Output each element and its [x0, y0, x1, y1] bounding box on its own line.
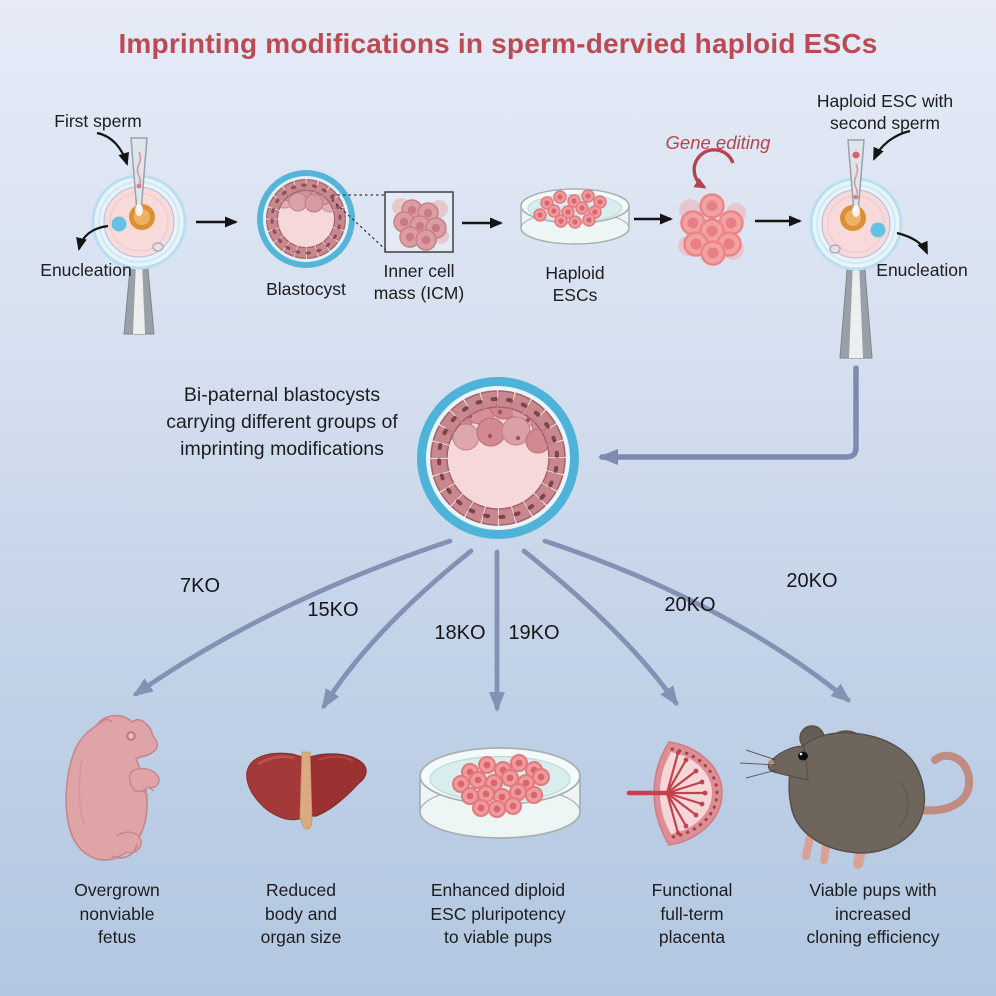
ko-label-20ko-left: 20KO [664, 594, 716, 616]
bipaternal-blastocyst-illustration [417, 377, 579, 539]
page-title: Imprinting modifications in sperm-dervie… [118, 28, 878, 59]
gene-edited-cell-cluster-illustration [678, 193, 746, 266]
outcome-label-esc-pluripotency: Enhanced diploid ESC pluripotency to via… [430, 880, 566, 947]
ko-label-18ko: 18KO [434, 622, 486, 644]
arrow-7ko [132, 538, 453, 697]
polar-body [152, 242, 164, 252]
icm-callout-line-bottom [331, 199, 387, 251]
second-sperm-injection-illustration [809, 139, 903, 359]
nucleus-to-remove [870, 222, 886, 238]
mouse-snout [767, 745, 809, 781]
placenta-vessels [626, 752, 705, 834]
haploid-escs-label: Haploid ESCs [545, 263, 605, 305]
gene-editing-cycle-arrow [692, 148, 735, 189]
first-sperm-pointer-arrow [96, 131, 129, 166]
mouse-body [788, 732, 926, 854]
reduced-liver-illustration [246, 751, 367, 830]
outcome-label-liver: Reduced body and organ size [260, 880, 342, 947]
mouse-whiskers [739, 749, 777, 779]
polar-body [829, 244, 841, 254]
icm-label: Inner cell mass (ICM) [373, 261, 465, 303]
outcome-label-viable-pups: Viable pups with increased cloning effic… [806, 880, 940, 947]
bipaternal-blastocysts-text: Bi-paternal blastocysts carrying differe… [166, 384, 398, 460]
haploid-esc-second-sperm-label: Haploid ESC with second sperm [816, 91, 954, 133]
nucleus-to-remove [111, 216, 127, 232]
placenta-dotted-ring [670, 747, 719, 839]
mouse-eye [798, 751, 808, 761]
outcome-label-fetus: Overgrown nonviable fetus [74, 880, 160, 947]
arrow-20ko-left [521, 548, 679, 707]
arrow-20ko-right [542, 538, 852, 703]
enucleation-left-label: Enucleation [40, 260, 132, 280]
enucleation-left-arrow [76, 224, 109, 251]
fetus-tail [111, 843, 138, 859]
first-sperm-label: First sperm [54, 111, 142, 131]
ko-fanout-arrows [132, 538, 852, 712]
outcome-label-placenta: Functional full-term placenta [651, 880, 733, 947]
liver-ligament [299, 751, 313, 830]
fetus-forelimb [128, 767, 160, 793]
fetus-eye [126, 731, 136, 741]
ko-label-19ko: 19KO [508, 622, 560, 644]
mouse-tail [916, 751, 974, 815]
ko-label-7ko: 7KO [179, 575, 221, 597]
gene-editing-label: Gene editing [665, 132, 771, 153]
ko-label-15ko: 15KO [307, 599, 359, 621]
icm-zoom-box-illustration [384, 191, 454, 253]
diploid-esc-dish-illustration [419, 747, 581, 839]
arrow-15ko [321, 548, 474, 710]
viable-mouse-illustration [739, 725, 974, 869]
to-bipaternal-blastocyst-arrow [598, 365, 859, 465]
fetus-ear [99, 718, 113, 725]
placenta-vessel-tips [675, 750, 708, 836]
blastocyst-label: Blastocyst [266, 279, 346, 299]
haploid-esc-dish-illustration [520, 188, 630, 245]
placenta-illustration [626, 741, 723, 846]
ko-label-20ko-right: 20KO [786, 570, 838, 592]
sperm-in-needle [853, 163, 859, 195]
overgrown-fetus-illustration [65, 714, 160, 861]
first-sperm-injection-illustration [91, 137, 187, 335]
enucleation-right-label: Enucleation [876, 260, 968, 280]
second-sperm-pointer-arrow [873, 129, 911, 161]
blastocyst-illustration [257, 170, 355, 268]
enucleation-right-arrow [896, 231, 929, 255]
haploid-esc-in-needle [852, 151, 860, 159]
sperm-in-needle [136, 151, 142, 185]
